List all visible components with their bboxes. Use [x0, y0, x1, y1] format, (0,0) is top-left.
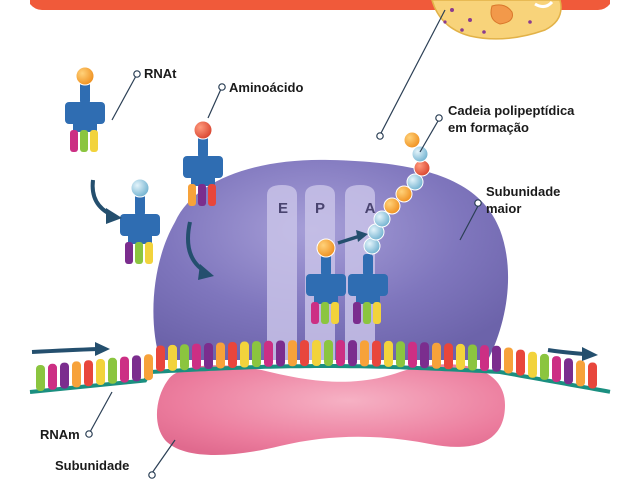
label-large-line2: maior	[486, 201, 521, 216]
trna-arrow-2	[186, 221, 214, 280]
mrna-base	[552, 356, 561, 383]
label-amino-acid-text: Aminoácido	[229, 80, 303, 95]
label-large-line1: Subunidade	[486, 184, 560, 199]
mrna-base	[144, 354, 153, 381]
amino-acid-bead	[411, 145, 429, 163]
cell-leader-line	[379, 9, 446, 136]
mrna-base	[336, 340, 345, 367]
label-small-subunit: Subunidade	[55, 439, 176, 479]
mrna-base	[384, 340, 393, 367]
mrna-base	[264, 340, 273, 367]
mrna-base	[396, 341, 405, 368]
mrna-strand	[29, 340, 611, 394]
label-large-subunit: Subunidade maior	[459, 184, 560, 241]
mrna-base	[516, 349, 525, 376]
mrna-base	[324, 340, 333, 367]
mrna-base	[180, 344, 189, 371]
cell-fragment	[431, 0, 562, 40]
mrna-base	[192, 343, 201, 370]
mrna-base	[108, 357, 117, 384]
mrna-base	[564, 358, 573, 385]
mrna-base	[588, 362, 597, 389]
mrna-base	[240, 341, 249, 368]
polypeptide-chain	[363, 131, 431, 255]
mrna-base	[432, 342, 441, 369]
mrna-base	[84, 360, 93, 387]
mrna-base	[204, 343, 213, 370]
mrna-base	[528, 351, 537, 378]
mrna-base	[216, 342, 225, 369]
mrna-base	[504, 347, 513, 374]
label-chain-line1: Cadeia polipeptídica	[448, 103, 575, 118]
mrna-base	[60, 362, 69, 389]
label-chain-line2: em formação	[448, 120, 529, 135]
amino-acid-bead	[406, 173, 424, 191]
trna-arrow-1	[90, 179, 122, 224]
mrna-base	[120, 356, 129, 383]
trna-site-p	[306, 238, 346, 324]
trna-free-2	[120, 178, 160, 264]
small-subunit	[156, 364, 506, 455]
amino-acid-bead	[383, 197, 401, 215]
mrna-base	[468, 344, 477, 371]
amino-acid-bead	[373, 210, 391, 228]
label-amino-acid: Aminoácido	[207, 80, 303, 119]
mrna-base	[228, 341, 237, 368]
trna-site-a	[348, 254, 388, 324]
label-trna: RNAt	[111, 66, 177, 121]
label-mrna: RNAm	[40, 391, 113, 442]
mrna-base	[276, 340, 285, 367]
mrna-base	[156, 345, 165, 372]
mrna-base	[492, 345, 501, 372]
mrna-base	[480, 345, 489, 372]
mrna-arrow-right	[547, 347, 598, 361]
mrna-base	[372, 340, 381, 367]
mrna-base	[288, 340, 297, 367]
amino-acid-bead	[403, 131, 421, 149]
mrna-base	[456, 343, 465, 370]
mrna-base	[576, 360, 585, 387]
label-trna-text: RNAt	[144, 66, 177, 81]
mrna-base	[348, 340, 357, 367]
amino-acid-bead	[413, 159, 431, 177]
mrna-base	[312, 340, 321, 367]
site-a-label: A	[365, 200, 376, 217]
mrna-base	[300, 340, 309, 367]
amino-acid-bead	[363, 237, 381, 255]
mrna-base	[360, 340, 369, 367]
mrna-base	[36, 365, 45, 391]
mrna-base	[132, 355, 141, 382]
label-polypeptide-chain: Cadeia polipeptídica em formação	[419, 103, 575, 153]
mrna-base	[252, 341, 261, 368]
mrna-base	[168, 344, 177, 371]
mrna-base	[420, 342, 429, 369]
site-e-label: E	[278, 200, 288, 217]
mrna-base	[48, 363, 57, 390]
trna-with-amino-acid	[183, 120, 223, 206]
site-p-label: P	[315, 200, 325, 217]
trna-free-1	[65, 66, 105, 152]
mrna-base	[444, 343, 453, 370]
mrna-base	[96, 359, 105, 385]
mrna-base	[72, 361, 81, 388]
mrna-base	[408, 341, 417, 368]
label-small-line1: Subunidade	[55, 458, 129, 473]
label-mrna-text: RNAm	[40, 427, 80, 442]
mrna-base	[540, 353, 549, 380]
amino-acid-bead	[395, 185, 413, 203]
mrna-arrow-left	[31, 342, 110, 356]
peptide-transfer-arrow	[337, 230, 368, 245]
